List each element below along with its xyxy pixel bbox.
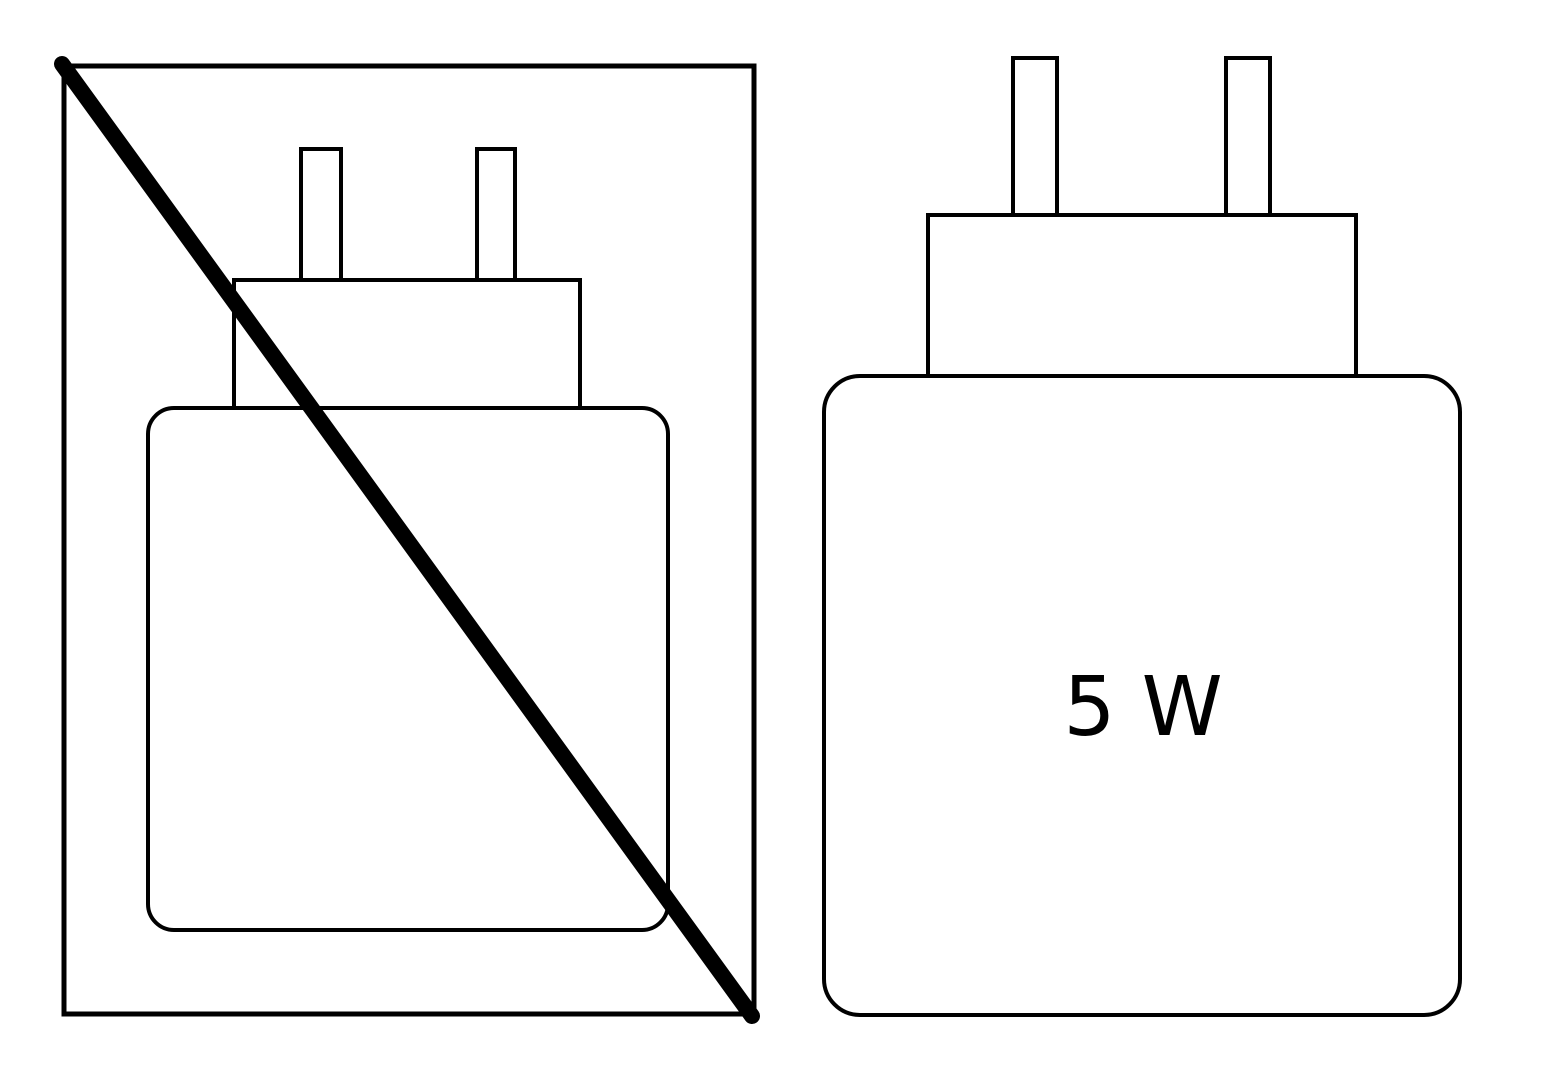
charger-prong-left-icon xyxy=(1011,56,1059,222)
charger-prong-right-icon xyxy=(1224,56,1272,222)
allowed-charger-figure: 5 W xyxy=(822,56,1462,1017)
prohibition-slash-icon xyxy=(54,56,760,1024)
charger-plug-base xyxy=(926,213,1358,378)
charger-body xyxy=(822,374,1462,1017)
charger-body xyxy=(146,406,670,932)
prohibited-charger-figure xyxy=(54,56,760,1024)
charger-prong-right-icon xyxy=(475,147,517,291)
charger-plug-base xyxy=(232,278,582,410)
wattage-label: 5 W xyxy=(1063,660,1222,755)
charger-prong-left-icon xyxy=(299,147,343,291)
